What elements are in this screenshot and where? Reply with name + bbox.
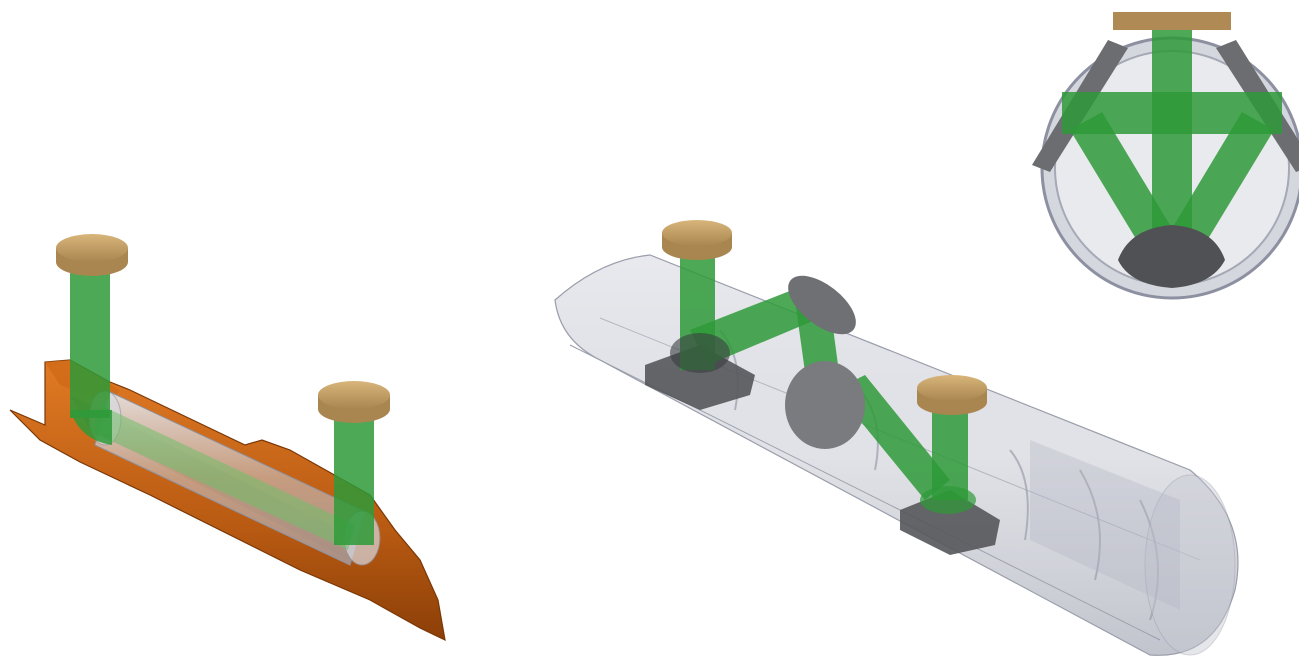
middle-cap-1	[662, 220, 732, 246]
left-assembly	[10, 234, 445, 640]
left-beam-1	[70, 268, 110, 418]
mirror-2	[785, 361, 865, 449]
middle-cap-2	[917, 375, 987, 401]
left-cap-2	[318, 381, 390, 409]
left-cap-1	[56, 234, 128, 262]
left-beam-2	[334, 415, 374, 545]
end-view-assembly	[1032, 12, 1299, 298]
end-view-cap	[1113, 12, 1231, 30]
